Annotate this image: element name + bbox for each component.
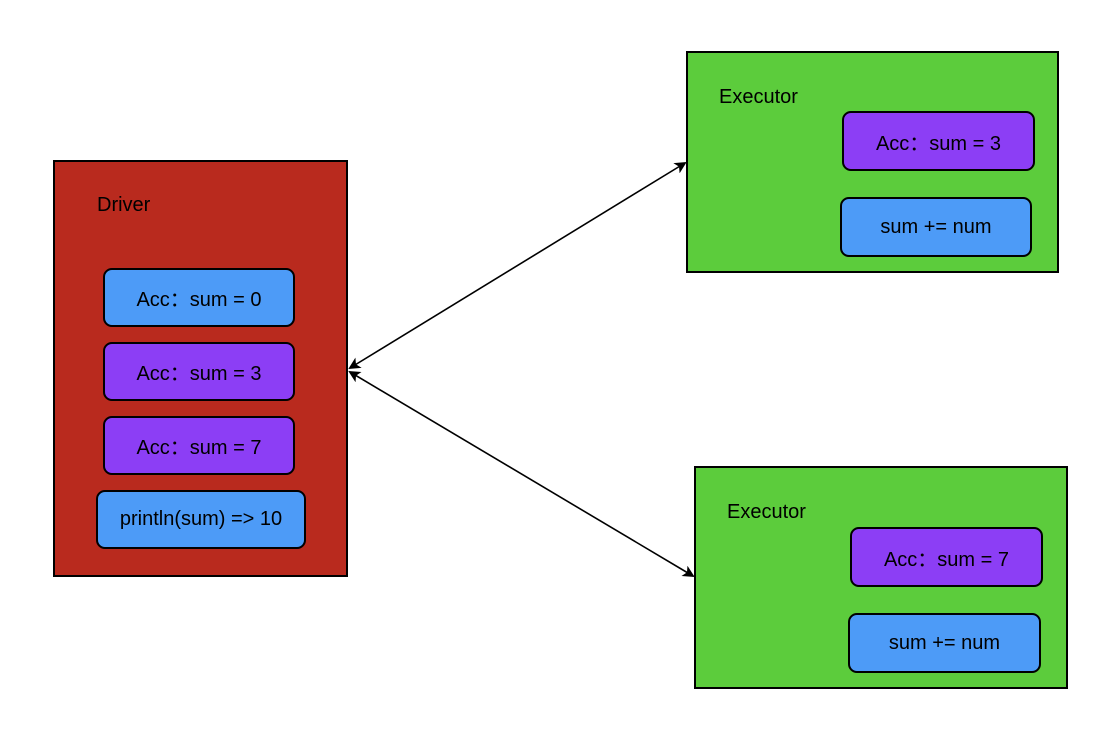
driver-container: Driver Acc：sum = 0 Acc：sum = 3 Acc：sum =… xyxy=(53,160,348,577)
arrow-driver-executor-2 xyxy=(348,370,695,578)
driver-acc-sum-7-box: Acc：sum = 7 xyxy=(103,416,295,475)
executor-container-1: Executor Acc：sum = 3 sum += num xyxy=(686,51,1059,273)
executor-1-title: Executor xyxy=(719,86,798,108)
executor-2-title: Executor xyxy=(727,501,806,523)
executor-1-sum-box: sum += num xyxy=(840,197,1032,257)
executor-1-acc-box: Acc：sum = 3 xyxy=(842,111,1035,171)
executor-2-sum-box: sum += num xyxy=(848,613,1041,673)
driver-acc-sum-3-box: Acc：sum = 3 xyxy=(103,342,295,401)
driver-title: Driver xyxy=(97,194,151,216)
driver-println-box: println(sum) => 10 xyxy=(96,490,306,549)
driver-acc-sum-0-box: Acc：sum = 0 xyxy=(103,268,295,327)
executor-2-acc-box: Acc：sum = 7 xyxy=(850,527,1043,587)
executor-container-2: Executor Acc：sum = 7 sum += num xyxy=(694,466,1068,689)
arrow-driver-executor-1 xyxy=(348,161,687,370)
